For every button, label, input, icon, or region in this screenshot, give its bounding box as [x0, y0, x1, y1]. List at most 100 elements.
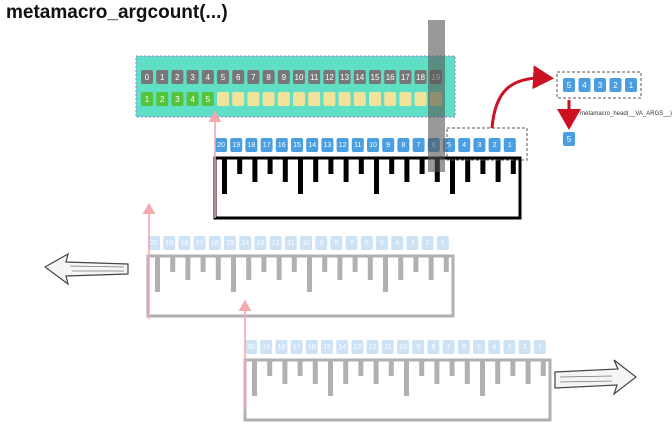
result-list-cell-label: 2 [613, 81, 618, 90]
ghost-ruler-2-number-cell: 1 [533, 340, 546, 354]
arg-cell-label: 3 [175, 95, 180, 104]
index-cell: 15 [369, 70, 381, 84]
ghost-ruler-1-number-cell-label: 1 [441, 240, 445, 247]
arg-cell: 4 [186, 92, 199, 106]
index-cell: 4 [201, 70, 214, 84]
main-ruler-number-cell: 8 [397, 138, 410, 152]
main-ruler-number-cell-bg [473, 138, 486, 152]
index-cell-bg [201, 70, 214, 84]
ghost-ruler-2-number-cell-label: 14 [338, 344, 346, 351]
ghost-ruler-2-tick [404, 360, 409, 396]
ghost-ruler-2-tick [343, 360, 349, 384]
main-ruler-number-cell-label: 4 [462, 142, 466, 149]
ghost-ruler-2-number-cell: 5 [473, 340, 485, 354]
ghost-ruler-1-number-cell: 17 [193, 236, 206, 250]
index-cell-bg [384, 70, 397, 84]
ghost-ruler-1-number-cell-label: 4 [395, 240, 399, 247]
ghost-ruler-1-number-cell-label: 12 [272, 240, 280, 247]
index-cell: 7 [247, 70, 260, 84]
main-ruler-number-cell: 11 [351, 138, 364, 152]
ghost-ruler-2-number-cell-bg [321, 340, 333, 354]
arg-cell [338, 92, 351, 106]
arg-cell-bg [262, 92, 275, 106]
ghost-ruler-2-number-cell: 16 [305, 340, 318, 354]
arg-cell-label: 2 [160, 95, 165, 104]
ghost-ruler-1-tick [261, 256, 267, 272]
ghost-ruler-1-number-cell-label: 14 [241, 240, 249, 247]
index-cell: 5 [217, 70, 229, 84]
arg-cell [293, 92, 305, 106]
arg-cell-bg [384, 92, 397, 106]
arg-cell-bg [201, 92, 214, 106]
arg-cell-bg [277, 92, 290, 106]
index-cell: 12 [323, 70, 336, 84]
ghost-ruler-1-tick [155, 256, 160, 292]
ghost-ruler-1-number-cell-label: 9 [319, 240, 323, 247]
main-ruler-number-cell: 5 [443, 138, 455, 152]
main-ruler-tick [404, 158, 410, 182]
ghost-ruler-1-number-cell-label: 5 [380, 240, 384, 247]
ghost-ruler-1-number-cell: 11 [284, 236, 297, 250]
result-list-cell-label: 5 [567, 81, 572, 90]
ghost-ruler-2-number-cell-bg [412, 340, 425, 354]
ghost-ruler-1-tick [428, 256, 434, 280]
ghost-ruler-2-number-cell-bg [533, 340, 546, 354]
ghost-ruler-2-number-cell: 4 [488, 340, 501, 354]
ghost-ruler-1-frame [146, 254, 455, 318]
arg-cell-bg [293, 92, 305, 106]
main-ruler-number-cell: 17 [260, 138, 273, 152]
ghost-ruler-1-number-cell-bg [284, 236, 297, 250]
ghost-ruler-1-number-cell-label: 17 [196, 240, 204, 247]
page-title: metamacro_argcount(...) [6, 2, 228, 23]
ghost-ruler-1-tick [246, 256, 252, 280]
ghost-ruler-1-number-cell-label: 15 [226, 240, 234, 247]
ghost-ruler-1-tick [200, 256, 206, 272]
head-label: metamacro_head(__VA_ARGS__) [580, 111, 672, 117]
ghost-ruler-2-number-cell-label: 8 [431, 344, 435, 351]
index-cell-label: 6 [236, 73, 241, 82]
main-ruler-number-cell-label: 12 [339, 142, 347, 149]
result-cell [563, 132, 575, 146]
index-cell-label: 17 [401, 73, 410, 82]
ghost-ruler-2-tick [267, 360, 273, 376]
index-cell-bg [293, 70, 305, 84]
ghost-ruler-1-number-cell-label: 3 [410, 240, 414, 247]
main-ruler-number-cell-label: 18 [248, 142, 256, 149]
ghost-ruler-2-tick [373, 360, 379, 384]
ghost-ruler-1-number-cell-label: 8 [334, 240, 338, 247]
ghost-ruler-2-tick [540, 360, 546, 376]
ghost-ruler-1-number-cell-label: 6 [365, 240, 369, 247]
ghost-ruler-1-number-cell: 4 [391, 236, 404, 250]
index-cell-bg [141, 70, 153, 84]
highlight-box [446, 127, 528, 161]
main-ruler-number-cell-label: 8 [401, 142, 405, 149]
ghost-ruler-2-tick [388, 360, 394, 376]
ghost-ruler-1-number-cell-bg [421, 236, 434, 250]
ghost-ruler-1-number-cell: 1 [436, 236, 449, 250]
ghost-ruler-2-number-cell-bg [503, 340, 516, 354]
arg-cell [308, 92, 321, 106]
arg-cell-bg [353, 92, 366, 106]
main-ruler-number-cell-bg [275, 138, 288, 152]
ghost-ruler-2-number-cell-label: 2 [523, 344, 527, 351]
ghost-ruler-2-number-cell-label: 20 [247, 344, 255, 351]
index-cell-label: 4 [206, 73, 211, 82]
ghost-ruler-2-number-cell-bg [336, 340, 349, 354]
main-ruler-tick [298, 158, 303, 194]
ghost-ruler-2-number-cell: 15 [321, 340, 333, 354]
ghost-ruler-2-number-cell-bg [351, 340, 364, 354]
result-list-cell: 5 [563, 78, 575, 92]
index-cell-label: 10 [295, 73, 304, 82]
index-cell-label: 2 [175, 73, 180, 82]
arg-cell-label: 4 [190, 95, 195, 104]
index-cell: 2 [171, 70, 184, 84]
ghost-ruler-1-tick [231, 256, 236, 292]
ghost-ruler-1-number-cell: 5 [376, 236, 388, 250]
main-ruler-number-cell-bg [215, 138, 227, 152]
ghost-ruler-1-number-cell: 6 [360, 236, 373, 250]
index-cell-label: 7 [251, 73, 256, 82]
main-ruler-number-cell-bg [321, 138, 334, 152]
main-ruler-number-cell: 2 [488, 138, 501, 152]
main-ruler-number-cell-label: 20 [217, 142, 225, 149]
ghost-ruler-2-number-cell-bg [381, 340, 394, 354]
